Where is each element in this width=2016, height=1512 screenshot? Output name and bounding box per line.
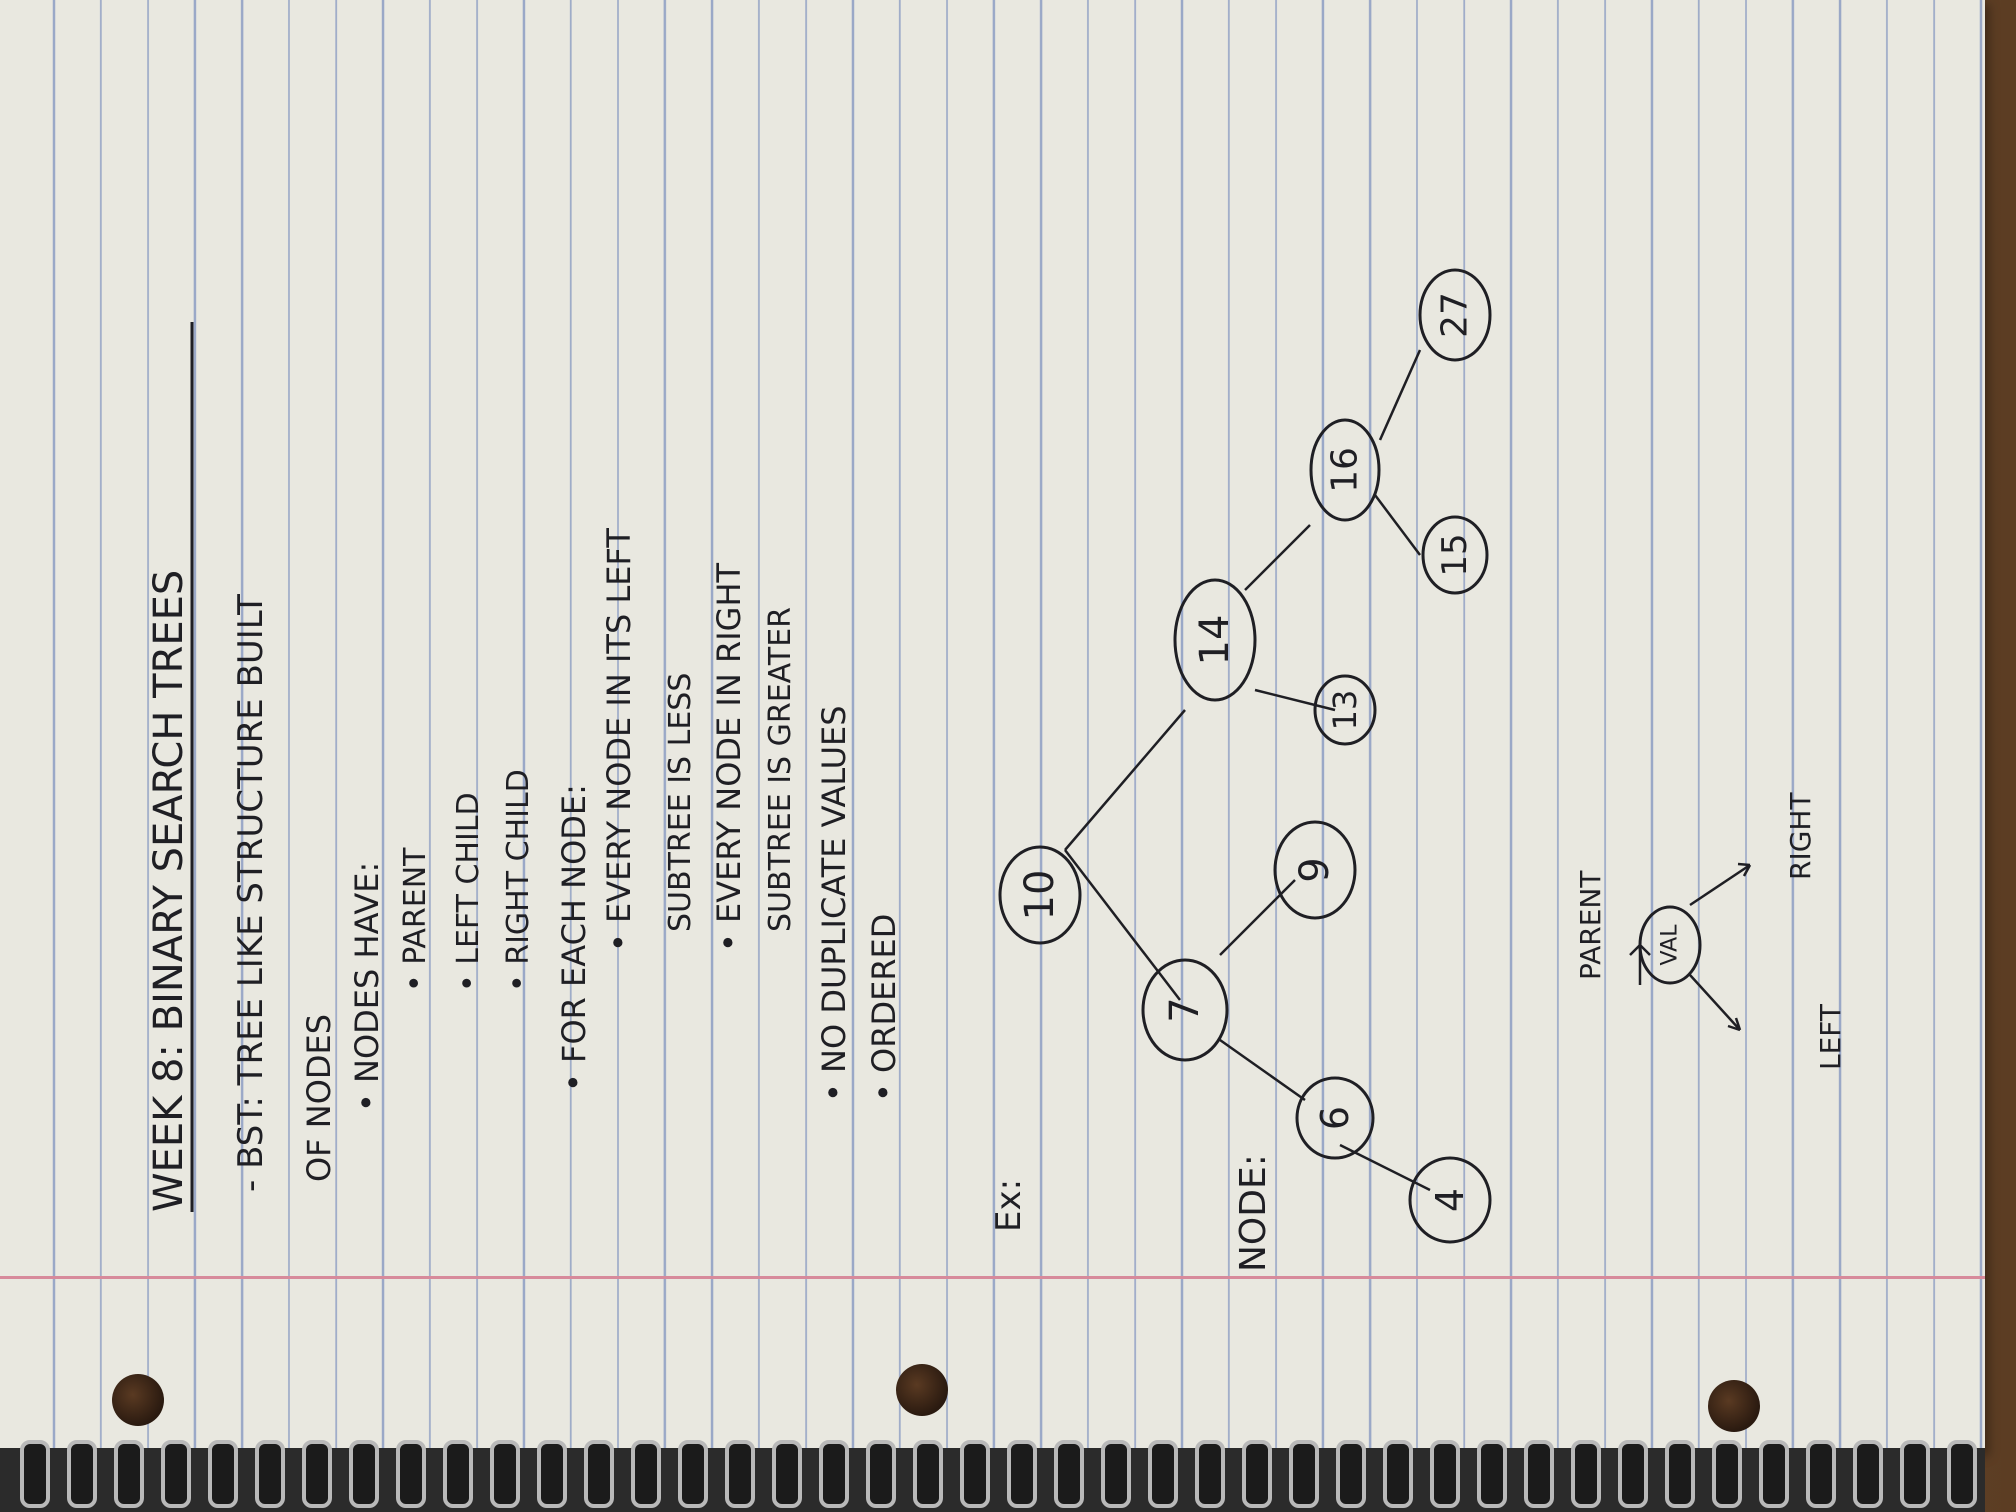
- node-value-circle: VAL: [1638, 905, 1702, 985]
- bst-definition-line-2: OF NODES: [300, 1014, 338, 1182]
- spiral-coil: [1148, 1440, 1178, 1508]
- tree-node-9: 9: [1273, 820, 1357, 920]
- spiral-coil: [1101, 1440, 1131, 1508]
- binder-hole-middle: [896, 1364, 948, 1416]
- spiral-coil: [349, 1440, 379, 1508]
- svg-text:27: 27: [1435, 292, 1476, 338]
- spiral-coil: [1242, 1440, 1272, 1508]
- spiral-coil: [537, 1440, 567, 1508]
- tree-node-6: 6: [1295, 1076, 1375, 1160]
- rule-left-line-1: • EVERY NODE IN ITS LEFT: [600, 528, 638, 952]
- spiral-coil: [960, 1440, 990, 1508]
- spiral-coil: [819, 1440, 849, 1508]
- spiral-coil: [1383, 1440, 1413, 1508]
- svg-text:14: 14: [1192, 615, 1238, 666]
- spiral-coil: [1759, 1440, 1789, 1508]
- rule-left-line-2: SUBTREE IS LESS: [663, 673, 698, 932]
- spiral-coil: [631, 1440, 661, 1508]
- node-parent-label: PARENT: [1574, 870, 1607, 980]
- tree-node-14: 14: [1173, 578, 1257, 702]
- svg-text:VAL: VAL: [1658, 924, 1683, 966]
- svg-text:4: 4: [1428, 1188, 1472, 1212]
- binder-hole-bottom: [1708, 1380, 1760, 1432]
- binder-hole-top: [112, 1374, 164, 1426]
- notebook-page: [0, 0, 1985, 1452]
- spiral-coil: [725, 1440, 755, 1508]
- nodes-have-label: • NODES HAVE:: [348, 862, 386, 1112]
- margin-line: [0, 1276, 1985, 1279]
- attribute-left-child: • LEFT CHILD: [451, 792, 486, 992]
- spiral-coil: [913, 1440, 943, 1508]
- spiral-coil: [1195, 1440, 1225, 1508]
- spiral-coil: [678, 1440, 708, 1508]
- spiral-coil: [1806, 1440, 1836, 1508]
- spiral-coil: [1571, 1440, 1601, 1508]
- node-label: NODE:: [1233, 1154, 1274, 1272]
- no-duplicates-label: • NO DUPLICATE VALUES: [815, 705, 853, 1102]
- tree-node-13: 13: [1313, 674, 1377, 746]
- spiral-coil: [255, 1440, 285, 1508]
- spiral-coil: [1712, 1440, 1742, 1508]
- svg-text:13: 13: [1326, 690, 1364, 731]
- spiral-coil: [208, 1440, 238, 1508]
- rule-right-line-1: • EVERY NODE IN RIGHT: [710, 562, 748, 952]
- spiral-coil: [161, 1440, 191, 1508]
- spiral-coil: [20, 1440, 50, 1508]
- spiral-coil: [866, 1440, 896, 1508]
- spiral-coil: [302, 1440, 332, 1508]
- bst-diagram: [1064, 349, 1431, 1192]
- spiral-coil: [1524, 1440, 1554, 1508]
- tree-node-15: 15: [1421, 515, 1489, 595]
- tree-node-7: 7: [1141, 958, 1229, 1062]
- node-right-label: RIGHT: [1784, 792, 1817, 880]
- spiral-coil: [1900, 1440, 1930, 1508]
- spiral-coil: [584, 1440, 614, 1508]
- svg-text:15: 15: [1435, 533, 1475, 576]
- bst-definition-line-1: - BST: TREE LIKE STRUCTURE BUILT: [231, 594, 271, 1192]
- node-structure-diagram: [1629, 862, 1752, 1032]
- spiral-coil: [490, 1440, 520, 1508]
- spiral-coil: [1336, 1440, 1366, 1508]
- ordered-label: • ORDERED: [865, 914, 903, 1102]
- spiral-coil: [1477, 1440, 1507, 1508]
- spiral-coil: [1665, 1440, 1695, 1508]
- svg-text:10: 10: [1017, 870, 1063, 921]
- example-label: Ex:: [989, 1179, 1029, 1232]
- tree-node-27: 27: [1418, 268, 1492, 362]
- attribute-right-child: • RIGHT CHILD: [501, 769, 536, 992]
- attribute-parent: • PARENT: [398, 847, 433, 992]
- spiral-coil: [1430, 1440, 1460, 1508]
- svg-text:9: 9: [1292, 857, 1338, 882]
- spiral-coil: [1289, 1440, 1319, 1508]
- spiral-coil: [1007, 1440, 1037, 1508]
- svg-text:6: 6: [1313, 1106, 1357, 1130]
- spiral-coil: [1054, 1440, 1084, 1508]
- tree-node-10: 10: [998, 845, 1082, 945]
- spiral-coil: [443, 1440, 473, 1508]
- page-title: WEEK 8: BINARY SEARCH TREES: [146, 570, 192, 1212]
- node-left-label: LEFT: [1814, 1003, 1847, 1070]
- tree-node-16: 16: [1309, 418, 1381, 522]
- spiral-coil: [1947, 1440, 1977, 1508]
- for-each-node-label: • FOR EACH NODE:: [555, 784, 593, 1092]
- svg-text:7: 7: [1162, 997, 1208, 1022]
- spiral-coil: [114, 1440, 144, 1508]
- tree-node-4: 4: [1408, 1156, 1492, 1244]
- spiral-coil: [1853, 1440, 1883, 1508]
- rule-right-line-2: SUBTREE IS GREATER: [763, 607, 798, 932]
- spiral-coil: [396, 1440, 426, 1508]
- spiral-coil: [1618, 1440, 1648, 1508]
- svg-text:16: 16: [1325, 447, 1366, 493]
- spiral-coil: [67, 1440, 97, 1508]
- spiral-coil: [772, 1440, 802, 1508]
